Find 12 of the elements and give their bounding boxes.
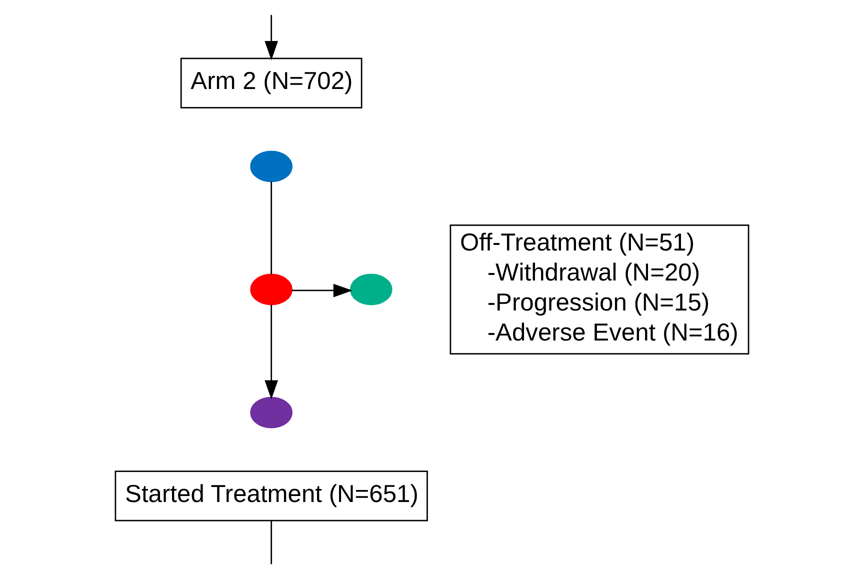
node-box: Arm 2 (N=702) (180, 58, 362, 108)
node-circle (250, 396, 293, 428)
node-box: Started Treatment (N=651) (114, 470, 428, 522)
connector (270, 182, 272, 274)
arrow (292, 284, 353, 298)
arrow (264, 14, 278, 60)
node-box: Off-Treatment (N=51) -Withdrawal (N=20) -Progression (N=15) -Adverse Event (N=16) (450, 224, 750, 354)
node-circle (250, 274, 293, 306)
arrow (264, 304, 278, 400)
node-circle (250, 150, 293, 182)
connector (270, 520, 272, 564)
node-circle (350, 274, 392, 306)
